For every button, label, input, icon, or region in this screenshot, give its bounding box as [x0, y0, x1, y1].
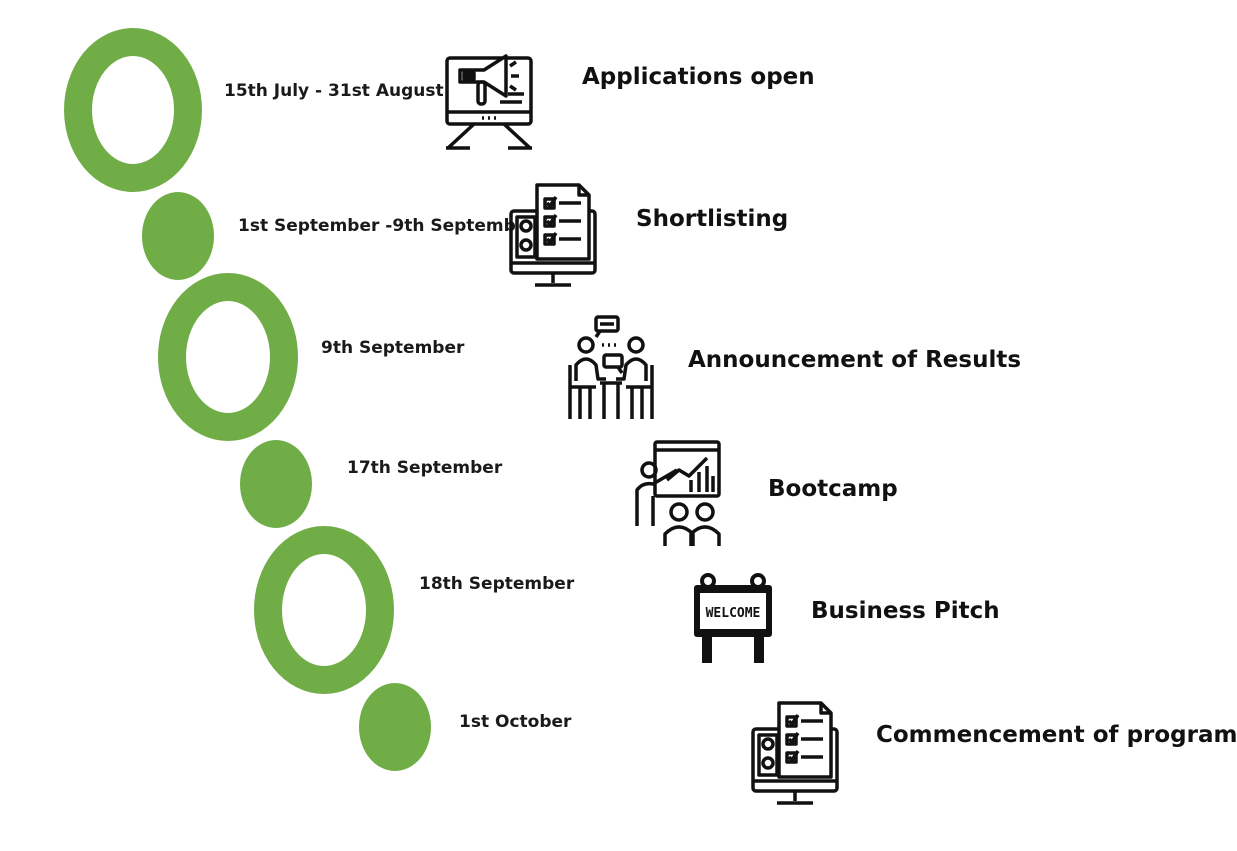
milestone-date-2: 1st September -9th September [238, 216, 536, 236]
welcome-sign-icon: WELCOME [690, 573, 776, 665]
milestone-date-4: 17th September [347, 458, 503, 478]
milestone-title-3: Announcement of Results [688, 347, 1022, 373]
presentation-audience-icon [633, 440, 723, 548]
candidate-checklist-monitor-icon [751, 701, 839, 809]
ring-marker-3 [158, 273, 298, 441]
megaphone-monitor-icon [444, 44, 536, 150]
milestone-title-6: Commencement of program [876, 722, 1237, 748]
milestone-date-5: 18th September [419, 574, 575, 594]
dot-marker-4 [240, 440, 312, 528]
milestone-title-4: Bootcamp [768, 476, 898, 502]
ring-marker-1 [64, 28, 202, 192]
meeting-discussion-icon [566, 315, 656, 421]
dot-marker-6 [359, 683, 431, 771]
milestone-date-6: 1st October [459, 712, 572, 732]
milestone-title-2: Shortlisting [636, 206, 789, 232]
candidate-checklist-monitor-icon [509, 183, 597, 291]
milestone-title-5: Business Pitch [811, 598, 1000, 624]
dot-marker-2 [142, 192, 214, 280]
milestone-title-1: Applications open [582, 64, 815, 90]
milestone-date-3: 9th September [321, 338, 465, 358]
welcome-sign-text: WELCOME [706, 606, 761, 621]
milestone-date-1: 15th July - 31st August [224, 81, 444, 101]
ring-marker-5 [254, 526, 394, 694]
